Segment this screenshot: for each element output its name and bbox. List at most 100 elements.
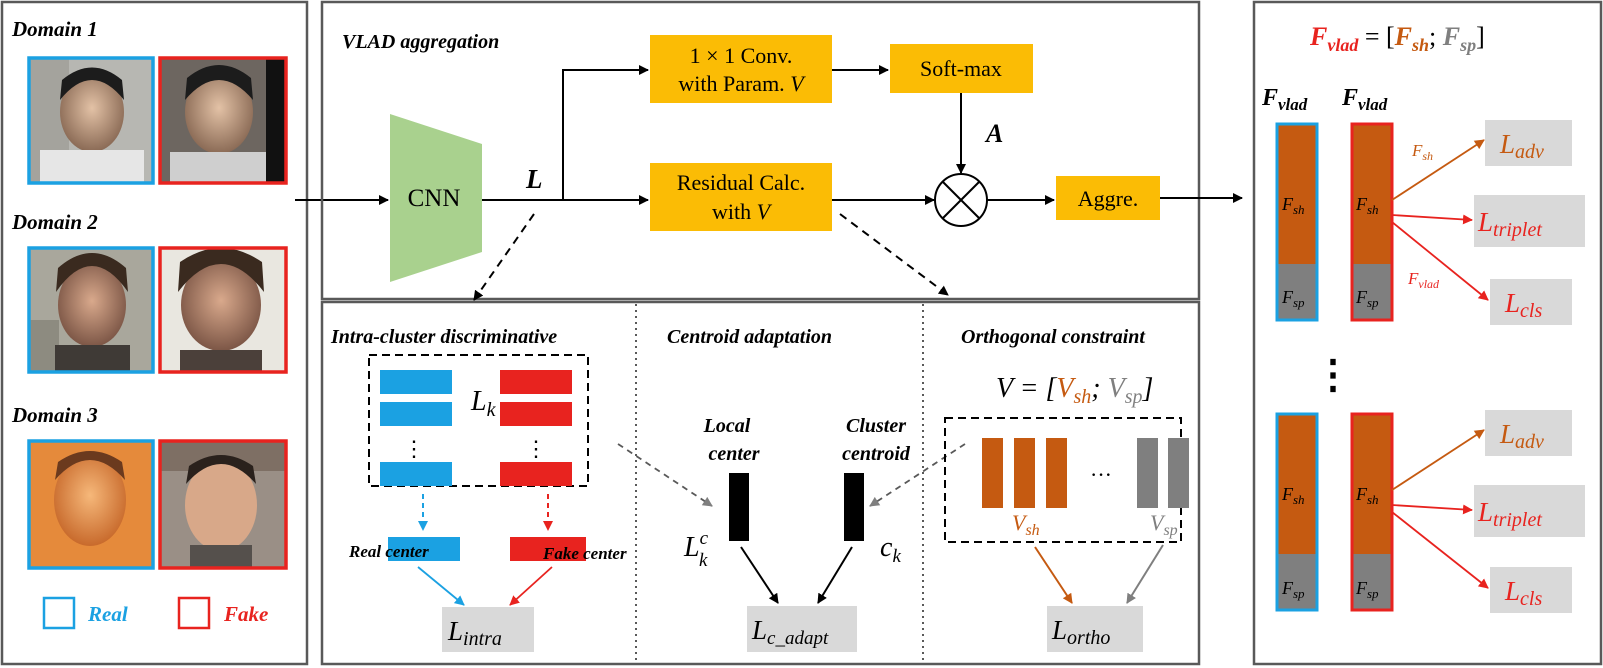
- l-intra-box: [442, 607, 534, 652]
- shared-vector-3: [1046, 438, 1067, 508]
- fake-feature-bar-2: [500, 402, 572, 426]
- local-center-bar: [729, 473, 749, 541]
- cluster-centroid-bar: [844, 473, 864, 541]
- intra-cluster-group: [368, 354, 589, 487]
- fake-top-fsp-label: Fsp: [1355, 287, 1379, 310]
- real-center-to-intra-arrow: [417, 566, 465, 606]
- legend-fake-label: Fake: [223, 602, 268, 626]
- top-l-cls-box: [1490, 279, 1572, 325]
- bottom-l-triplet-label: Ltriplet: [1477, 497, 1542, 531]
- constraints-panel: [320, 300, 1201, 666]
- real-feature-bar-3: [380, 462, 452, 486]
- ortho-to-cluster-centroid-dashed-arrow: [869, 443, 966, 507]
- top-l-adv-label: Ladv: [1499, 129, 1544, 163]
- local-center-to-adapt-arrow: [740, 546, 779, 604]
- domain-2-label: Domain 2: [11, 210, 98, 234]
- l-ortho-label: Lortho: [1051, 615, 1110, 649]
- centroid-title: Centroid adaptation: [667, 326, 832, 348]
- residual-label-line2: with V: [712, 199, 773, 224]
- output-panel: [1252, 0, 1603, 666]
- ck-label: ck: [880, 532, 901, 567]
- legend-real-swatch: [42, 596, 76, 630]
- top-fvlad-to-cls-arrow: [1391, 221, 1489, 301]
- top-fsh-to-adv-arrow: [1391, 139, 1485, 201]
- real-bottom-fsp-label: Fsp: [1281, 578, 1305, 601]
- specific-vector-2: [1168, 438, 1189, 508]
- fvlad-fake-header: Fvlad: [1341, 85, 1388, 114]
- softmax-label: Soft-max: [920, 56, 1002, 81]
- intra-title: Intra-cluster discriminative: [330, 326, 557, 348]
- lk-label: Lk: [470, 386, 497, 421]
- domain-1-label: Domain 1: [11, 17, 98, 41]
- fake-bottom-fsp-label: Fsp: [1355, 578, 1379, 601]
- domain-2-real-face: [27, 246, 155, 374]
- shared-vector-1: [982, 438, 1003, 508]
- local-center-label-line2: center: [708, 443, 759, 465]
- domain-3-label: Domain 3: [11, 403, 98, 427]
- top-l-triplet-box: [1474, 195, 1585, 247]
- domain-1-real-face: [27, 56, 155, 185]
- fake-feature-bar-1: [500, 370, 572, 394]
- vsp-label: Vsp: [1150, 510, 1178, 539]
- local-center-label-line1: Local: [703, 415, 751, 437]
- multiply-operator: [934, 173, 988, 227]
- top-arrow-fvlad-label: Fvlad: [1407, 269, 1440, 291]
- top-arrow-fsh-label: Fsh: [1411, 141, 1433, 163]
- vsh-to-ortho-arrow: [1034, 546, 1073, 604]
- top-l-cls-label: Lcls: [1504, 288, 1542, 322]
- l-to-intra-dashed-arrow: [473, 213, 535, 301]
- top-to-triplet-arrow: [1391, 214, 1473, 225]
- real-top-fsp-label: Fsp: [1281, 287, 1305, 310]
- bottom-l-cls-box: [1490, 567, 1572, 613]
- fake-center-bar: [510, 537, 586, 561]
- bottom-to-triplet-arrow: [1391, 504, 1473, 515]
- l-c-adapt-box: [747, 606, 857, 652]
- real-feature-vector-top: [1275, 122, 1319, 322]
- aggre-block: [1056, 176, 1160, 220]
- l-features-label: L: [525, 164, 543, 194]
- domains-panel: [0, 0, 309, 666]
- l-ortho-box: [1047, 606, 1143, 652]
- bottom-to-adv-arrow: [1391, 429, 1485, 491]
- fvlad-equation: Fvlad = [Fsh; Fsp]: [1309, 22, 1485, 55]
- bottom-l-adv-label: Ladv: [1499, 419, 1544, 453]
- cnn-block: [390, 114, 482, 282]
- vsp-to-ortho-arrow: [1126, 544, 1164, 604]
- residual-label-line1: Residual Calc.: [677, 170, 805, 195]
- conv-label-line1: 1 × 1 Conv.: [690, 43, 793, 68]
- vsh-label: Vsh: [1012, 510, 1040, 539]
- cluster-centroid-to-adapt-arrow: [817, 546, 853, 604]
- l-c-adapt-label: Lc_adapt: [751, 615, 829, 649]
- vlad-panel: [320, 0, 1201, 301]
- ortho-title: Orthogonal constraint: [961, 326, 1146, 348]
- top-l-adv-box: [1485, 120, 1572, 166]
- real-top-fsh-label: Fsh: [1281, 194, 1305, 217]
- fake-features-ellipsis: ⋮: [525, 436, 547, 461]
- fake-feature-vector-top: [1350, 122, 1394, 322]
- a-assignment-label: A: [984, 119, 1003, 148]
- cluster-centroid-label-line2: centroid: [842, 443, 911, 465]
- real-bottom-fsh-label: Fsh: [1281, 484, 1305, 507]
- conv-label-line2: with Param. V: [678, 71, 806, 96]
- fake-bottom-fsh-label: Fsh: [1355, 484, 1379, 507]
- residual-block: [650, 163, 832, 231]
- legend-real-label: Real: [87, 602, 128, 626]
- branch-to-conv: [562, 65, 649, 200]
- domain-2-fake-face: [158, 246, 288, 374]
- bottom-to-cls-arrow: [1391, 511, 1489, 589]
- domain-1-fake-face: [158, 56, 288, 185]
- real-feature-vector-bottom: [1275, 412, 1319, 612]
- specific-vector-1: [1137, 438, 1158, 508]
- aggre-label: Aggre.: [1078, 186, 1138, 211]
- softmax-block: [890, 44, 1033, 93]
- cluster-centroid-label-line1: Cluster: [846, 415, 906, 437]
- real-feature-bar-2: [380, 402, 452, 426]
- l-intra-label: Lintra: [447, 616, 502, 650]
- fake-center-label: Fake center: [542, 544, 627, 563]
- ortho-vectors-group: [944, 417, 1182, 543]
- real-feature-bar-1: [380, 370, 452, 394]
- fake-center-to-intra-arrow: [509, 566, 553, 606]
- shared-vector-2: [1014, 438, 1035, 508]
